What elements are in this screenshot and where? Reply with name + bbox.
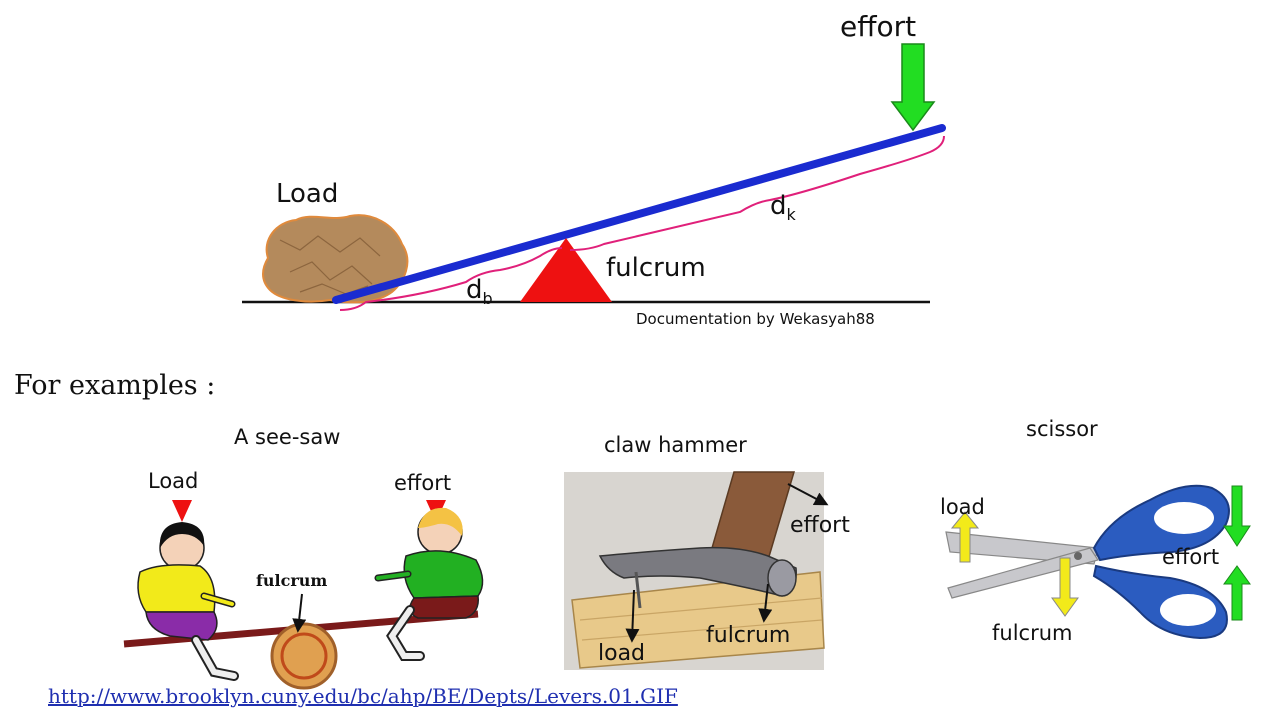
load-label: Load xyxy=(276,179,338,209)
lever-bar xyxy=(332,124,946,304)
load-distance-label: db xyxy=(466,275,493,308)
scissor-effort-arrow-up xyxy=(1223,565,1251,621)
seesaw-fulcrum-ring xyxy=(280,632,328,680)
load-rock xyxy=(262,214,409,304)
hammer-nail xyxy=(634,571,642,609)
scissor-effort-arrow-down xyxy=(1223,485,1251,547)
scissor-load-label: load xyxy=(940,495,985,519)
seesaw-fulcrum-pointer xyxy=(292,593,307,633)
effort-arrow xyxy=(890,43,936,132)
hammer-fulcrum-label: fulcrum xyxy=(706,623,790,648)
hammer-load-label: load xyxy=(598,641,645,666)
hammer-fulcrum-pointer xyxy=(758,583,773,623)
seesaw-title: A see-saw xyxy=(234,425,340,449)
scissor-fulcrum-label: fulcrum xyxy=(992,621,1072,645)
effort-distance-brace xyxy=(569,135,945,251)
seesaw-effort-label: effort xyxy=(394,471,451,495)
hammer-effort-label: effort xyxy=(790,513,850,538)
seesaw-right-child xyxy=(374,507,484,661)
scissor-fulcrum-arrow xyxy=(1051,557,1079,617)
seesaw-left-child xyxy=(137,522,239,681)
hammer-face xyxy=(767,559,797,597)
main-lever-diagram: Load fulcrum db dk effort Documentation … xyxy=(242,10,946,328)
scissor-title: scissor xyxy=(1026,417,1098,441)
seesaw-example: A see-saw Load effort fulcrum xyxy=(123,425,484,690)
effort-label: effort xyxy=(840,10,916,43)
fulcrum-triangle xyxy=(520,238,612,302)
seesaw-load-label: Load xyxy=(148,469,198,493)
scissor-handle-top-hole xyxy=(1154,502,1214,534)
scissor-example: scissor load fulcrum effort xyxy=(940,417,1251,645)
scissor-load-arrow xyxy=(950,511,980,563)
scissor-handle-bottom-hole xyxy=(1160,594,1216,626)
fulcrum-label: fulcrum xyxy=(606,253,706,283)
load-distance-brace xyxy=(339,247,563,311)
scissor-effort-label: effort xyxy=(1162,545,1219,569)
hammer-effort-pointer xyxy=(787,483,829,506)
hammer-board-grain xyxy=(579,597,823,621)
seesaw-fulcrum-label: fulcrum xyxy=(256,571,327,590)
hammer-title: claw hammer xyxy=(604,433,747,457)
hammer-load-pointer xyxy=(625,589,640,643)
scissor-pivot xyxy=(1074,552,1082,560)
hammer-board-grain-2 xyxy=(581,619,823,641)
credit-text: Documentation by Wekasyah88 xyxy=(636,310,875,328)
hammer-example: claw hammer effort load fulcrum xyxy=(564,433,850,670)
examples-heading: For examples : xyxy=(14,370,216,401)
effort-distance-label: dk xyxy=(770,191,797,224)
seesaw-load-arrow xyxy=(172,500,192,522)
source-link[interactable]: http://www.brooklyn.cuny.edu/bc/ahp/BE/D… xyxy=(48,684,678,708)
